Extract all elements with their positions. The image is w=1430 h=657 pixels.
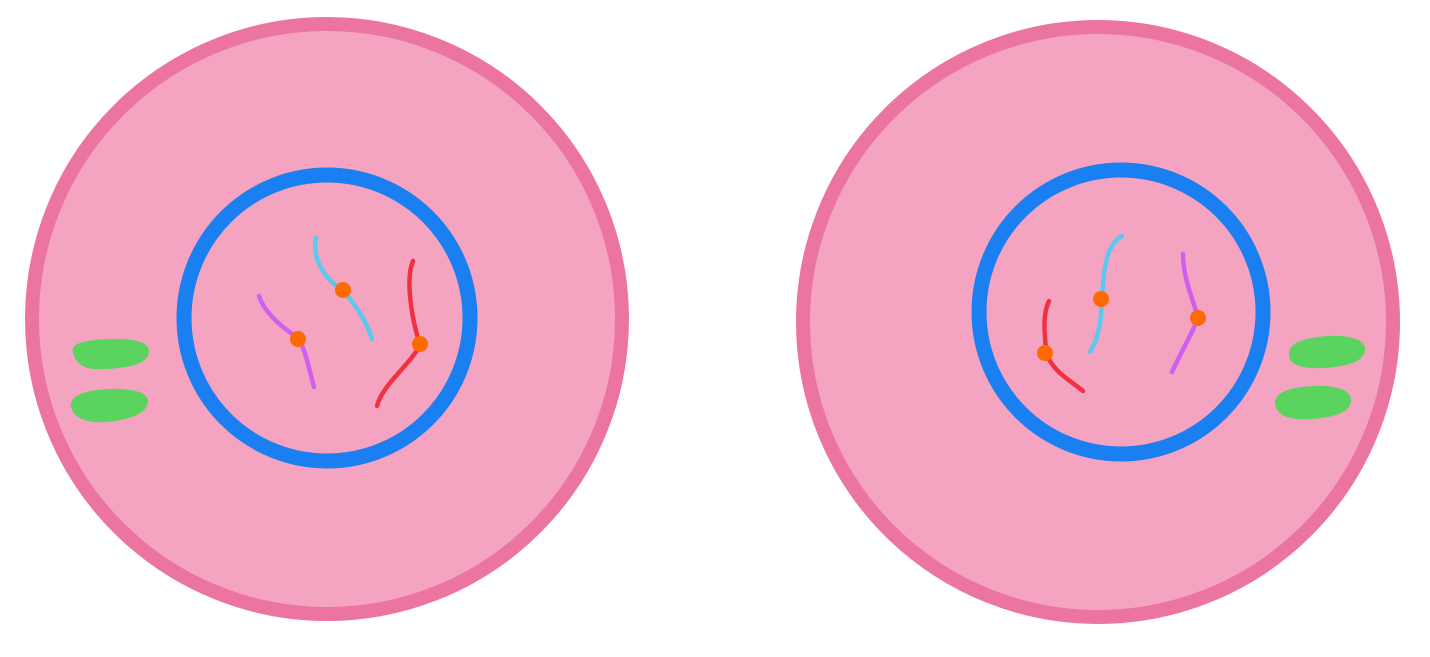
cell-left-centriole-bottom (70, 388, 149, 423)
cell-left-nuclear-envelope (176, 167, 478, 469)
centromere (335, 282, 351, 298)
cell-right-chromosome-cyan (1087, 233, 1125, 355)
cell-right-nuclear-envelope (971, 162, 1271, 462)
cell-left-chromosome-red (374, 258, 428, 409)
cell-left-membrane (25, 17, 629, 621)
centromere (1190, 310, 1206, 326)
cell-right-centrioles (1274, 335, 1366, 420)
cell-left (25, 17, 629, 621)
cell-right-centriole-bottom (1274, 385, 1352, 420)
cell-right-chromosome-red (1037, 298, 1086, 394)
centromere (1093, 291, 1109, 307)
cell-left-centrioles (70, 338, 150, 423)
centromere (1037, 345, 1053, 361)
cell-right-chromosomes (1037, 233, 1206, 394)
cell-right-chromosome-magenta (1169, 251, 1206, 375)
cell-left-chromosome-cyan (312, 235, 375, 342)
cell-right (796, 20, 1400, 624)
cell-left-chromosomes (256, 235, 428, 409)
centromere (290, 331, 306, 347)
cell-right-centriole-top (1288, 335, 1366, 369)
cell-left-chromosome-magenta (256, 293, 317, 390)
cell-left-centriole-top (72, 338, 150, 370)
centromere (412, 336, 428, 352)
